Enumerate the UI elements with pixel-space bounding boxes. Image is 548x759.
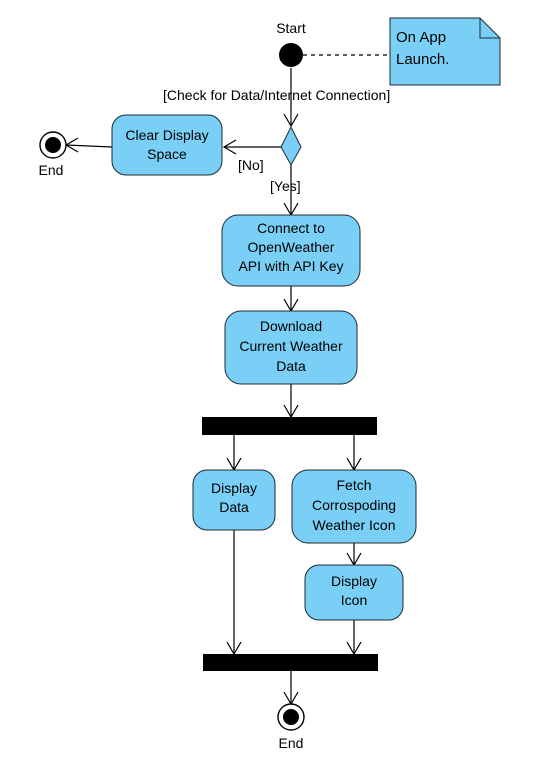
action-label: Display bbox=[331, 573, 377, 589]
action-box bbox=[111, 114, 223, 176]
action-label: Weather Icon bbox=[312, 517, 395, 533]
action-label: Icon bbox=[341, 592, 367, 608]
guard-no-label: [No] bbox=[238, 157, 264, 173]
action-connect-api: Connect to OpenWeather API with API Key bbox=[221, 214, 361, 287]
action-label: OpenWeather bbox=[248, 239, 335, 255]
action-box bbox=[291, 469, 417, 544]
action-label: Fetch bbox=[336, 477, 371, 493]
end-label: End bbox=[39, 162, 64, 178]
action-clear-display-space: Clear Display Space bbox=[111, 114, 223, 176]
end-node-left: End bbox=[39, 131, 67, 178]
action-box bbox=[224, 310, 358, 385]
fork-bar bbox=[202, 417, 377, 435]
note-shape bbox=[389, 17, 501, 86]
action-download-weather: Download Current Weather Data bbox=[224, 310, 358, 385]
initial-node-icon bbox=[279, 43, 303, 67]
action-label: Connect to bbox=[257, 220, 325, 236]
final-node-inner bbox=[45, 137, 61, 153]
note-line: Launch. bbox=[396, 51, 449, 68]
action-label: Clear Display bbox=[125, 127, 208, 143]
start-label: Start bbox=[276, 20, 306, 36]
action-box bbox=[221, 214, 361, 287]
action-label: Space bbox=[147, 146, 187, 162]
start-node: Start bbox=[276, 20, 306, 67]
action-display-icon: Display Icon bbox=[304, 564, 404, 621]
note-fold bbox=[479, 18, 500, 39]
action-label: Data bbox=[219, 499, 249, 515]
decision-node bbox=[280, 125, 302, 167]
action-label: API with API Key bbox=[238, 258, 343, 274]
action-label: Download bbox=[260, 318, 322, 334]
final-node-inner bbox=[283, 709, 299, 725]
guard-check-label: [Check for Data/Internet Connection] bbox=[163, 87, 390, 103]
note-on-app-launch: On App Launch. bbox=[389, 17, 501, 86]
action-label: Display bbox=[211, 480, 257, 496]
note-line: On App bbox=[396, 29, 446, 46]
join-bar bbox=[203, 654, 378, 671]
arrowhead bbox=[222, 139, 237, 155]
action-label: Data bbox=[276, 358, 306, 374]
action-label: Current Weather bbox=[239, 338, 343, 354]
edge-clear-to-end bbox=[65, 144, 113, 148]
end-node-bottom: End bbox=[277, 703, 305, 751]
action-display-data: Display Data bbox=[192, 469, 276, 531]
action-box bbox=[304, 564, 404, 621]
action-box bbox=[192, 469, 276, 531]
edges bbox=[64, 54, 390, 706]
action-label: Corrospoding bbox=[312, 497, 396, 513]
end-label: End bbox=[279, 735, 304, 751]
guard-yes-label: [Yes] bbox=[270, 178, 301, 194]
action-fetch-icon: Fetch Corrospoding Weather Icon bbox=[291, 469, 417, 544]
